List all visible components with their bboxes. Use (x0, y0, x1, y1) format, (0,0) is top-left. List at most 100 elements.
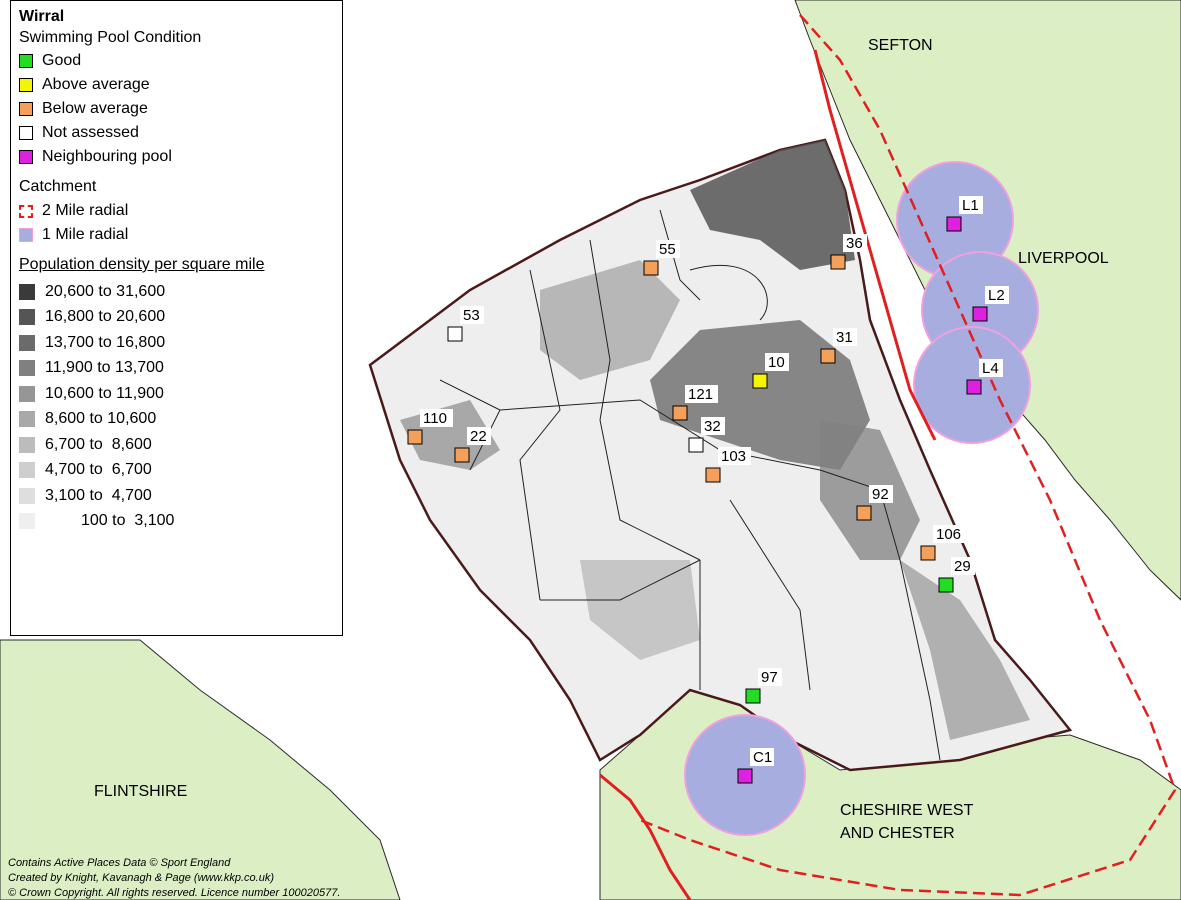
pool-label-background (869, 485, 893, 503)
pool-marker[interactable] (688, 437, 704, 453)
density-swatch (19, 334, 35, 351)
region-label-flintshire: FLINTSHIRE (94, 783, 187, 800)
pool-marker[interactable] (938, 577, 954, 593)
catchment-title: Catchment (19, 178, 97, 195)
condition-label: Not assessed (42, 124, 139, 141)
pool-marker[interactable] (454, 447, 470, 463)
density-zone-north-east (690, 140, 855, 270)
density-item: 3,100 to 4,700 (19, 483, 334, 509)
density-item: 13,700 to 16,800 (19, 330, 334, 356)
credit-line: © Crown Copyright. All rights reserved. … (8, 887, 341, 899)
pool-label: 36 (846, 235, 863, 252)
pool-marker[interactable] (966, 379, 982, 395)
pool-marker[interactable] (745, 688, 761, 704)
condition-swatch (19, 102, 33, 116)
map-credits: Contains Active Places Data © Sport Engl… (8, 856, 340, 900)
condition-swatch (19, 126, 33, 140)
density-label: 20,600 to 31,600 (45, 282, 166, 300)
condition-label: Good (42, 52, 82, 69)
density-swatch (19, 283, 35, 300)
pool-marker[interactable] (407, 429, 423, 445)
pool-label-background (951, 557, 975, 575)
pool-label-background (979, 359, 1003, 377)
blue-fill-swatch (19, 228, 33, 242)
pool-label: 92 (872, 486, 889, 503)
pool-marker[interactable] (920, 545, 936, 561)
density-swatch (19, 436, 35, 453)
pool-label: 55 (659, 241, 676, 258)
ward-boundaries (439, 209, 941, 761)
condition-item: Above average (19, 73, 334, 97)
pool-label-background (985, 286, 1009, 304)
pool-label-background (933, 525, 966, 543)
density-swatch (19, 462, 35, 479)
region-label-cheshire-line2: AND CHESTER (840, 825, 955, 842)
pool-label: 97 (761, 669, 778, 686)
density-swatch (19, 360, 35, 377)
region-label-liverpool: LIVERPOOL (1018, 250, 1109, 267)
credit-line: Contains Active Places Data © Sport Engl… (8, 857, 231, 869)
pool-marker[interactable] (672, 405, 688, 421)
condition-item: Not assessed (19, 121, 334, 145)
pool-label-background (420, 409, 453, 427)
density-list: 20,600 to 31,600 16,800 to 20,600 13,700 t… (19, 279, 334, 534)
density-item: 100 to 3,100 (19, 509, 334, 535)
density-label: 3,100 to 4,700 (45, 486, 152, 504)
region-label-sefton: SEFTON (868, 37, 933, 54)
pool-label-background (758, 668, 782, 686)
condition-item: Neighbouring pool (19, 145, 334, 169)
density-swatch (19, 513, 35, 530)
density-item: 11,900 to 13,700 (19, 356, 334, 382)
pool-label-background (750, 748, 774, 766)
pool-label: 10 (768, 354, 785, 371)
pool-marker[interactable] (737, 768, 753, 784)
density-label: 6,700 to 8,600 (45, 435, 152, 453)
density-label: 13,700 to 16,800 (45, 333, 166, 351)
density-label: 4,700 to 6,700 (45, 461, 152, 479)
pool-marker[interactable] (752, 373, 768, 389)
condition-swatch (19, 150, 33, 164)
pool-label-background (765, 353, 789, 371)
condition-label: Neighbouring pool (42, 148, 172, 165)
pool-label-background (718, 447, 751, 465)
dashed-red-swatch (19, 204, 33, 218)
flintshire-land (0, 639, 401, 900)
density-item: 20,600 to 31,600 (19, 279, 334, 305)
pool-marker[interactable] (830, 254, 846, 270)
pool-label: 103 (721, 448, 746, 465)
condition-label: Above average (42, 76, 150, 93)
legend-title: Wirral (19, 8, 65, 25)
pool-marker[interactable] (856, 505, 872, 521)
density-label: 10,600 to 11,900 (45, 384, 164, 402)
condition-label: Below average (42, 100, 148, 117)
pool-label: 31 (836, 329, 853, 346)
pool-marker[interactable] (643, 260, 659, 276)
density-label: 11,900 to 13,700 (45, 359, 164, 377)
pool-label: 53 (463, 307, 480, 324)
density-zone-mid (540, 260, 680, 380)
two-mile-catchment (639, 14, 1177, 897)
pool-label: L4 (982, 360, 999, 377)
density-item: 6,700 to 8,600 (19, 432, 334, 458)
pool-marker[interactable] (972, 306, 988, 322)
pool-label: C1 (753, 749, 772, 766)
pool-marker[interactable] (820, 348, 836, 364)
docks-coast (813, 49, 937, 441)
pool-marker[interactable] (447, 326, 463, 342)
density-title: Population density per square mile (19, 256, 265, 273)
pool-marker[interactable] (946, 216, 962, 232)
pool-label-background (959, 196, 983, 214)
pool-marker[interactable] (705, 467, 721, 483)
density-item: 16,800 to 20,600 (19, 305, 334, 331)
pool-label: 106 (936, 526, 961, 543)
density-label: 100 to 3,100 (81, 512, 175, 530)
catchment-label: 1 Mile radial (42, 226, 129, 243)
pool-label-background (467, 427, 491, 445)
density-item: 4,700 to 6,700 (19, 458, 334, 484)
density-item: 10,600 to 11,900 (19, 381, 334, 407)
pool-label: 110 (423, 410, 447, 427)
